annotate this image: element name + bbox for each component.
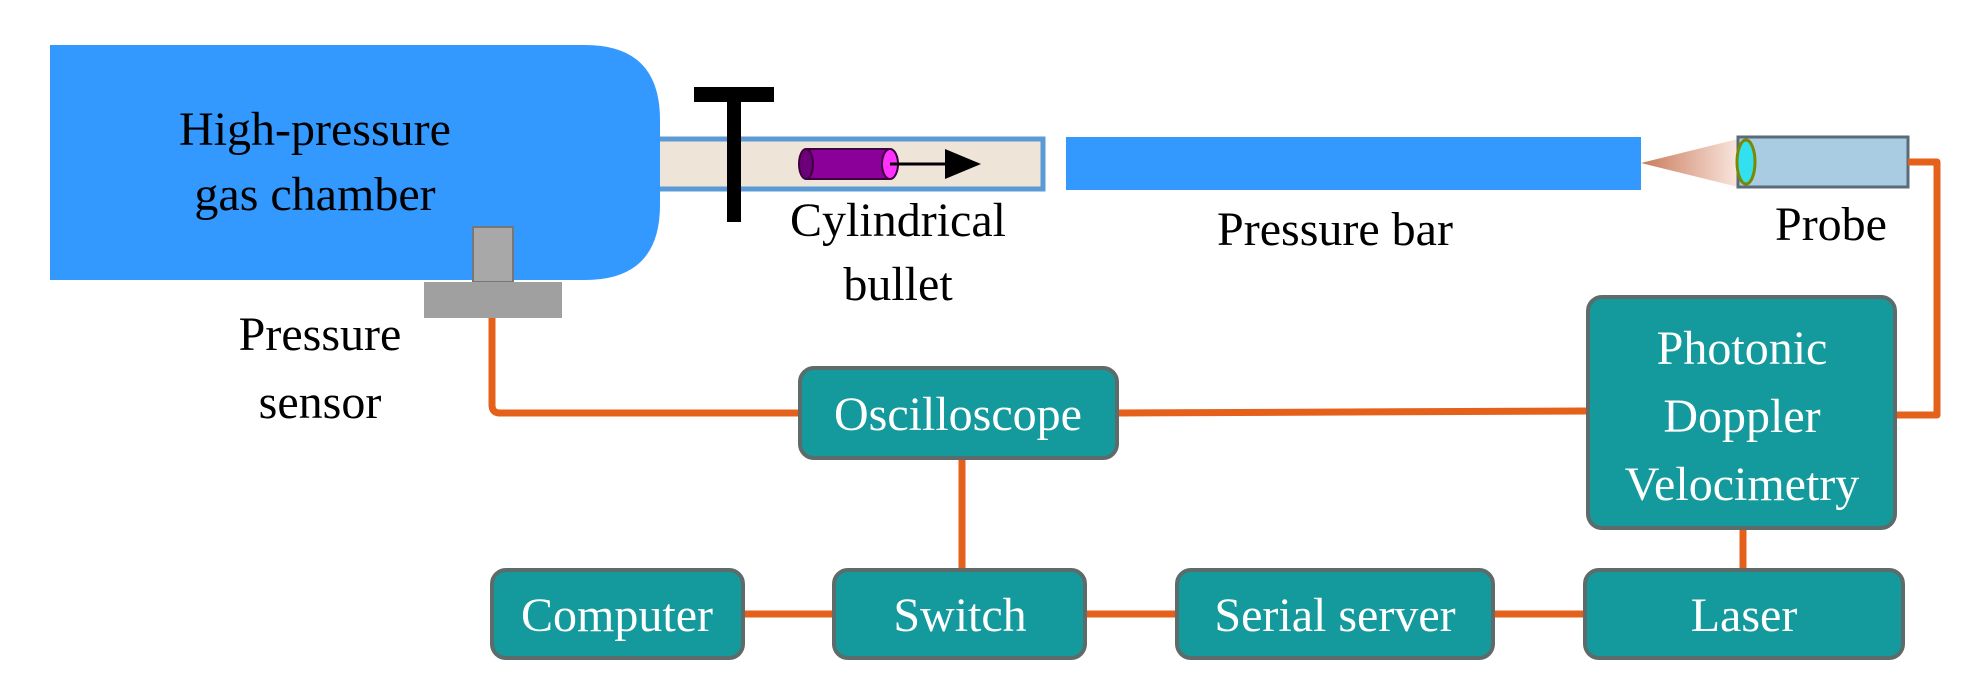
pdv-label-line2: Doppler xyxy=(1663,390,1820,443)
serial-server-label: Serial server xyxy=(1214,589,1455,642)
cylindrical-bullet xyxy=(798,148,981,180)
laser-label: Laser xyxy=(1691,589,1798,642)
switch-box xyxy=(832,568,1087,660)
gas-chamber xyxy=(50,45,660,280)
oscilloscope-label: Oscilloscope xyxy=(834,388,1082,441)
laser-beam xyxy=(1641,138,1742,188)
pressure-bar-label: Pressure bar xyxy=(1217,203,1453,256)
pdv-label-line3: Velocimetry xyxy=(1625,458,1860,511)
serial-server-box xyxy=(1175,568,1495,660)
probe-icon xyxy=(1735,135,1910,189)
probe-label: Probe xyxy=(1775,198,1887,251)
pdv-box xyxy=(1586,295,1897,530)
computer-box xyxy=(490,568,745,660)
valve-icon xyxy=(694,87,774,222)
chamber-label-line2: gas chamber xyxy=(194,168,435,221)
bullet-label-line1: Cylindrical xyxy=(790,194,1006,247)
bullet-label-line2: bullet xyxy=(843,258,953,311)
pressure-sensor xyxy=(424,226,562,318)
oscilloscope-box xyxy=(798,366,1119,460)
chamber-label-line1: High-pressure xyxy=(179,103,451,156)
pressure-bar xyxy=(1066,137,1641,190)
connection-wires xyxy=(488,158,1941,618)
sensor-label-line2: sensor xyxy=(259,376,382,429)
computer-label: Computer xyxy=(521,589,713,642)
sensor-label-line1: Pressure xyxy=(239,308,402,361)
pdv-label-line1: Photonic xyxy=(1657,322,1828,375)
laser-box xyxy=(1583,568,1905,660)
switch-label: Switch xyxy=(893,589,1026,642)
